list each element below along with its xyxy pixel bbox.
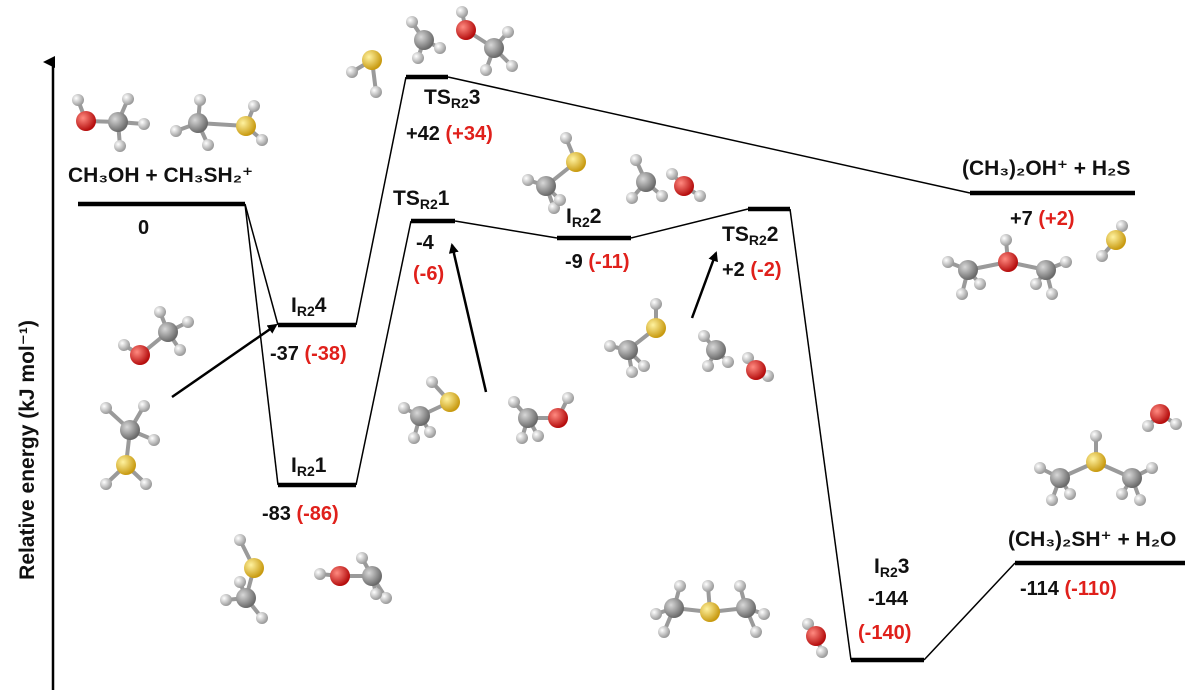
ir2-energy: -9 (-11) <box>565 251 629 273</box>
molecule-methanol-top <box>72 93 150 152</box>
ts2-label: TSR22 <box>722 223 778 248</box>
annotation-arrows <box>171 243 718 399</box>
ir3-alt-energy: (-140) <box>858 622 911 644</box>
molecule-ir1-ch3sh <box>220 534 268 624</box>
ir1-energy: -83 (-86) <box>262 503 339 525</box>
molecule-ts2-ch3sh <box>604 298 666 378</box>
ts1-energy: -4 <box>416 232 435 254</box>
reactants-energy: 0 <box>138 217 149 239</box>
ir3-label: IR23 <box>874 555 909 580</box>
energy-levels <box>78 74 1185 663</box>
molecule-ts2-ch3 <box>698 330 734 372</box>
product-s-energy: -114 (-110) <box>1020 578 1117 600</box>
molecule-ts1-methanol <box>508 392 574 444</box>
ir1-label: IR21 <box>291 454 327 479</box>
ir3-energy: -144 <box>868 588 909 610</box>
ts2-energy: +2 (-2) <box>722 259 781 281</box>
molecule-ir3-h2o <box>802 618 828 658</box>
molecule-ts3-h2s <box>346 50 382 98</box>
product-o-energy: +7 (+2) <box>1010 208 1075 230</box>
molecule-ts2-h2o <box>742 352 774 382</box>
reaction-path-lines <box>244 76 1016 661</box>
molecule-ir2-h2o <box>666 168 706 202</box>
molecule-ir2-ch3sh <box>522 132 586 214</box>
molecule-structures <box>72 6 1182 658</box>
ts3-energy: +42 (+34) <box>406 123 493 145</box>
molecule-prod-o-dme <box>942 234 1072 300</box>
molecule-ts1-ch3sh <box>398 376 460 444</box>
ir4-label: IR24 <box>291 294 327 319</box>
molecule-prod-s-h2o <box>1142 404 1182 432</box>
molecule-ch3sh2-top <box>170 94 268 151</box>
ir4-energy: -37 (-38) <box>270 343 347 365</box>
molecule-ch3sh2-left <box>100 400 160 490</box>
product-s-label: (CH₃)₂SH⁺ + H₂O <box>1008 528 1176 551</box>
ts1-alt-energy: (-6) <box>413 263 444 285</box>
molecule-prod-o-h2s <box>1096 220 1128 262</box>
ts1-label: TSR21 <box>393 187 450 212</box>
molecule-prod-s-dms <box>1034 430 1158 506</box>
molecule-ir2-ch3 <box>626 154 668 204</box>
molecule-ir1-methanol <box>314 552 392 604</box>
molecule-methanol-left <box>118 306 194 365</box>
molecule-ir3-dms <box>650 580 770 638</box>
y-axis-label: Relative energy (kJ mol⁻¹) <box>16 320 39 580</box>
product-o-label: (CH₃)₂OH⁺ + H₂S <box>962 157 1130 180</box>
molecule-ts3-ch3 <box>406 16 446 64</box>
reactants-label: CH₃OH + CH₃SH₂⁺ <box>68 164 253 187</box>
molecule-ts3-methanol <box>456 6 518 76</box>
ts3-label: TSR23 <box>424 86 480 111</box>
ir2-label: IR22 <box>566 205 601 230</box>
